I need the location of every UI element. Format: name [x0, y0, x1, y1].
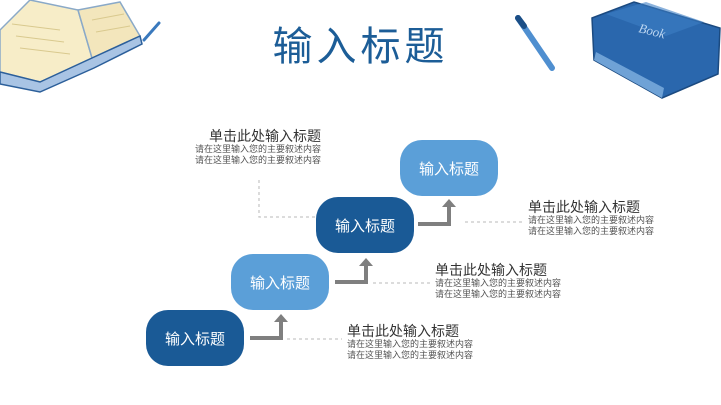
note-line: 请在这里输入您的主要叙述内容 [528, 227, 655, 237]
note-right-middle: 单击此处输入标题 请在这里输入您的主要叙述内容 请在这里输入您的主要叙述内容 [435, 263, 625, 301]
note-line: 请在这里输入您的主要叙述内容 [347, 351, 474, 361]
note-line: 请在这里输入您的主要叙述内容 [528, 216, 655, 226]
note-right-lower: 单击此处输入标题 请在这里输入您的主要叙述内容 请在这里输入您的主要叙述内容 [347, 324, 537, 362]
note-line: 请在这里输入您的主要叙述内容 [347, 340, 474, 350]
pen-icon [142, 21, 161, 42]
note-top-left: 单击此处输入标题 请在这里输入您的主要叙述内容 请在这里输入您的主要叙述内容 [190, 129, 321, 167]
note-heading[interactable]: 单击此处输入标题 [435, 263, 547, 279]
note-line: 请在这里输入您的主要叙述内容 [435, 290, 562, 300]
step-3-box[interactable]: 输入标题 [316, 197, 414, 253]
step-1-box[interactable]: 输入标题 [146, 310, 244, 366]
pen-icon [515, 15, 555, 71]
elbow-arrow [250, 199, 456, 340]
step-4-box[interactable]: 输入标题 [400, 140, 498, 196]
book-cover-text: Book [637, 20, 667, 41]
note-line: 请在这里输入您的主要叙述内容 [194, 145, 321, 155]
note-right-upper: 单击此处输入标题 请在这里输入您的主要叙述内容 请在这里输入您的主要叙述内容 [528, 200, 718, 238]
open-book-icon [0, 0, 143, 93]
step-2-box[interactable]: 输入标题 [231, 254, 329, 310]
closed-book-icon: Book [591, 1, 721, 99]
dashed-leader [258, 180, 318, 218]
page-title: 输入标题 [272, 24, 449, 70]
note-heading[interactable]: 单击此处输入标题 [528, 200, 640, 216]
note-heading[interactable]: 单击此处输入标题 [209, 129, 321, 145]
note-line: 请在这里输入您的主要叙述内容 [194, 156, 321, 166]
note-heading[interactable]: 单击此处输入标题 [347, 324, 459, 340]
note-line: 请在这里输入您的主要叙述内容 [435, 279, 562, 289]
